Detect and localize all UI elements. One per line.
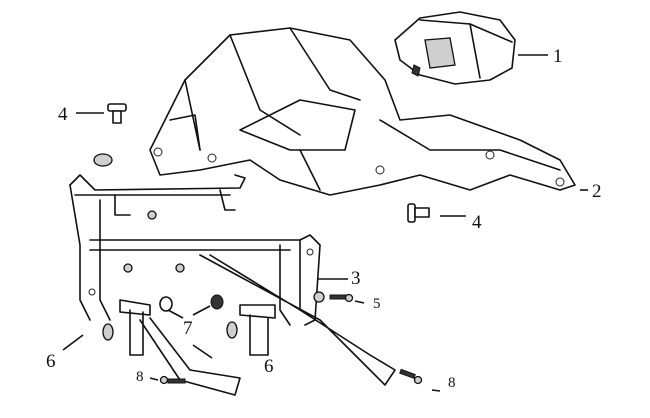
part-5-bolt bbox=[313, 291, 354, 303]
callout-3: 3 bbox=[351, 268, 361, 289]
part-6-nut-right bbox=[226, 321, 238, 339]
part-7-damper-left bbox=[159, 296, 173, 312]
callout-6-right: 6 bbox=[264, 356, 274, 377]
callout-2: 2 bbox=[592, 181, 602, 202]
callout-4-lower: 4 bbox=[472, 212, 482, 233]
leader-7a bbox=[167, 309, 184, 319]
part-3-frame-bracket bbox=[69, 174, 396, 396]
leader-6b bbox=[192, 344, 213, 359]
part-1-meter-cover bbox=[394, 11, 516, 85]
part-4-screw-upper bbox=[107, 103, 127, 124]
part-8-bolt-right bbox=[399, 368, 423, 385]
callout-5: 5 bbox=[373, 296, 381, 312]
callout-6-left: 6 bbox=[46, 351, 56, 372]
part-6-nut-left bbox=[102, 323, 114, 341]
leader-8b bbox=[431, 389, 441, 392]
part-2-front-cowl bbox=[149, 27, 576, 196]
callout-7: 7 bbox=[183, 318, 193, 339]
leader-6a bbox=[62, 334, 84, 351]
callout-8-right: 8 bbox=[448, 375, 456, 391]
callout-4-upper: 4 bbox=[58, 104, 68, 125]
part-8-bolt-left bbox=[159, 375, 186, 385]
grommet bbox=[93, 153, 113, 167]
part-7-damper-right bbox=[210, 294, 224, 310]
leader-8a bbox=[149, 377, 159, 381]
part-4-screw-lower bbox=[407, 203, 430, 223]
leader-7b bbox=[192, 305, 211, 316]
callout-1: 1 bbox=[553, 46, 563, 67]
leader-5 bbox=[354, 300, 365, 304]
callout-8-left: 8 bbox=[136, 369, 144, 385]
